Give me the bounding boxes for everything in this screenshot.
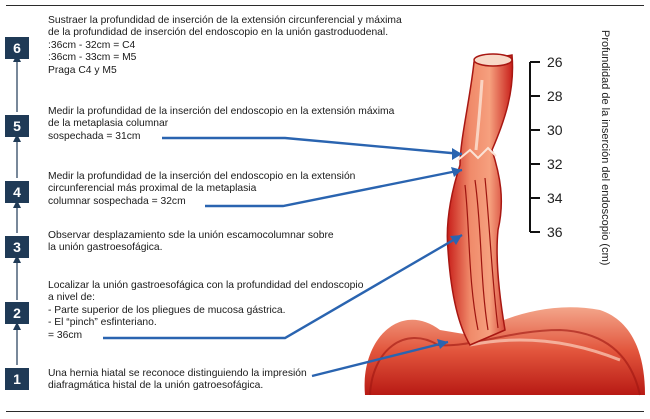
depth-axis — [529, 61, 540, 233]
stomach-illustration — [364, 307, 645, 396]
axis-tick-labels: 26 28 30 32 34 36 — [547, 54, 563, 240]
pointer-arrow-1 — [311, 340, 449, 378]
pointer-arrow-2 — [103, 233, 463, 340]
step-4-box: 4 — [5, 181, 29, 203]
esophagus-illustration — [446, 53, 514, 346]
step-2-box: 2 — [5, 302, 29, 324]
tick-label-30: 30 — [547, 122, 563, 138]
tick-label-34: 34 — [547, 190, 563, 206]
bottom-rule — [6, 411, 644, 412]
step-2-text: Localizar la unión gastroesofágica con l… — [48, 280, 364, 341]
step-4-text: Medir la profundidad de la inserción del… — [48, 171, 356, 207]
tick-label-28: 28 — [547, 88, 563, 104]
axis-title: Profundidad de la inserción del endoscop… — [599, 30, 611, 266]
tick-label-32: 32 — [547, 156, 563, 172]
step-1-text: Una hernia hiatal se reconoce distinguie… — [48, 368, 307, 392]
step-1-box: 1 — [5, 368, 29, 390]
pointer-arrow-4 — [205, 168, 463, 208]
pointer-arrows — [103, 136, 463, 378]
step-5-box: 5 — [5, 115, 29, 137]
pointer-arrowheads — [437, 148, 462, 349]
top-rule — [6, 5, 644, 6]
step-6-text: Sustraer la profundidad de inserción de … — [48, 15, 402, 76]
step-5-text: Medir la profundidad de la inserción del… — [48, 106, 395, 142]
pointer-arrow-5 — [162, 136, 463, 156]
step-6-box: 6 — [5, 37, 29, 59]
tick-label-36: 36 — [547, 224, 563, 240]
tick-label-26: 26 — [547, 54, 563, 70]
step-3-text: Observar desplazamiento sde la unión esc… — [48, 230, 334, 254]
step-3-box: 3 — [5, 236, 29, 258]
